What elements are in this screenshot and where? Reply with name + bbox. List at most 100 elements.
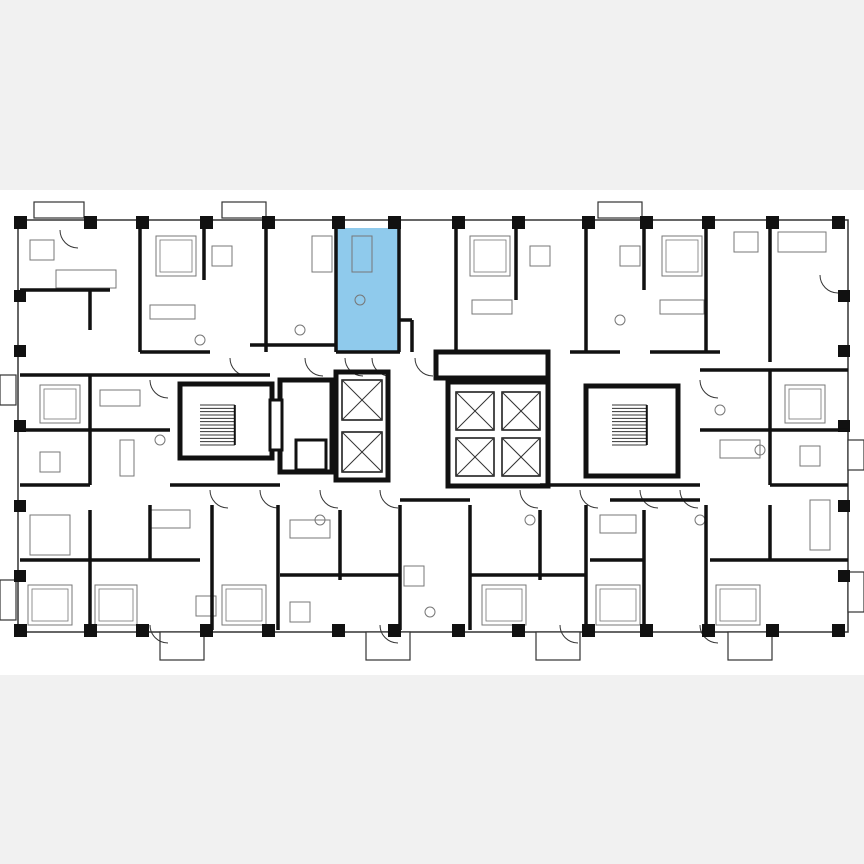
elevator-icon xyxy=(455,437,495,477)
core-wall xyxy=(433,349,551,381)
column xyxy=(332,624,345,637)
column xyxy=(452,624,465,637)
bathtub-icon xyxy=(99,389,141,407)
column xyxy=(200,216,213,229)
column xyxy=(14,570,26,582)
bed-icon xyxy=(31,588,69,622)
bathtub-icon xyxy=(149,509,191,529)
balcony xyxy=(33,201,85,219)
table-icon xyxy=(29,239,55,261)
door-swing-icon xyxy=(819,274,839,294)
bed-icon xyxy=(98,588,134,622)
shaft xyxy=(294,438,328,472)
column xyxy=(838,500,850,512)
door-swing-icon xyxy=(579,489,599,509)
column xyxy=(766,624,779,637)
elevator-icon xyxy=(501,437,541,477)
column xyxy=(200,624,213,637)
bed-icon xyxy=(485,588,523,622)
door-swing-icon xyxy=(379,624,399,644)
toilet-icon xyxy=(714,404,726,416)
column xyxy=(14,216,27,229)
bathtub-icon xyxy=(599,514,637,534)
toilet-icon xyxy=(354,294,366,306)
bathtub-icon xyxy=(289,519,331,539)
bed-icon xyxy=(159,239,193,273)
table-icon xyxy=(39,451,61,473)
toilet-icon xyxy=(424,606,436,618)
sofa-icon xyxy=(311,235,333,273)
table-icon xyxy=(403,565,425,587)
column xyxy=(136,216,149,229)
sofa-icon xyxy=(777,231,827,253)
elevator-icon xyxy=(341,379,383,421)
bed-icon xyxy=(665,239,699,273)
toilet-icon xyxy=(694,514,706,526)
highlighted-unit xyxy=(337,228,399,352)
balcony xyxy=(597,201,643,219)
bed-icon xyxy=(784,384,826,424)
door-swing-icon xyxy=(149,379,169,399)
column xyxy=(838,345,850,357)
toilet-icon xyxy=(524,514,536,526)
column xyxy=(838,570,850,582)
toilet-icon xyxy=(754,444,766,456)
bathtub-icon xyxy=(471,299,513,315)
balcony xyxy=(0,374,17,406)
bed-icon xyxy=(221,584,267,626)
column xyxy=(262,624,275,637)
elevator-icon xyxy=(341,431,383,473)
bathtub-icon xyxy=(119,439,135,477)
door-swing-icon xyxy=(519,489,539,509)
core-wall xyxy=(583,383,681,479)
sofa-icon xyxy=(809,499,831,551)
door-swing-icon xyxy=(59,229,79,249)
table-icon xyxy=(619,245,641,267)
column xyxy=(512,216,525,229)
core-wall xyxy=(445,379,551,489)
elevator-icon xyxy=(501,437,541,477)
column xyxy=(332,216,345,229)
facade-outline xyxy=(17,219,849,633)
balcony xyxy=(0,579,17,621)
bed-icon xyxy=(599,588,637,622)
door-swing-icon xyxy=(639,489,659,509)
column xyxy=(452,216,465,229)
column xyxy=(582,624,595,637)
column xyxy=(640,624,653,637)
column xyxy=(766,216,779,229)
sofa-icon xyxy=(351,235,373,273)
column xyxy=(702,216,715,229)
table-icon xyxy=(289,601,311,623)
bed-icon xyxy=(155,235,197,277)
bed-icon xyxy=(719,588,757,622)
column xyxy=(14,500,26,512)
door-swing-icon xyxy=(259,489,279,509)
elevator-icon xyxy=(501,391,541,431)
column xyxy=(838,290,850,302)
column xyxy=(582,216,595,229)
bed-icon xyxy=(27,584,73,626)
column xyxy=(136,624,149,637)
door-swing-icon xyxy=(304,357,324,377)
toilet-icon xyxy=(314,514,326,526)
door-swing-icon xyxy=(149,624,169,644)
table-icon xyxy=(799,445,821,467)
column xyxy=(84,624,97,637)
door-swing-icon xyxy=(319,489,339,509)
elevator-icon xyxy=(501,391,541,431)
bed-icon xyxy=(595,584,641,626)
column xyxy=(84,216,97,229)
bathtub-icon xyxy=(149,304,196,320)
balcony xyxy=(159,631,205,661)
bed-icon xyxy=(94,584,138,626)
bathtub-icon xyxy=(659,299,705,315)
door-swing-icon xyxy=(699,379,719,399)
column xyxy=(832,216,845,229)
column xyxy=(388,216,401,229)
toilet-icon xyxy=(194,334,206,346)
table-icon xyxy=(529,245,551,267)
elevator-icon xyxy=(455,437,495,477)
elevator-icon xyxy=(341,431,383,473)
